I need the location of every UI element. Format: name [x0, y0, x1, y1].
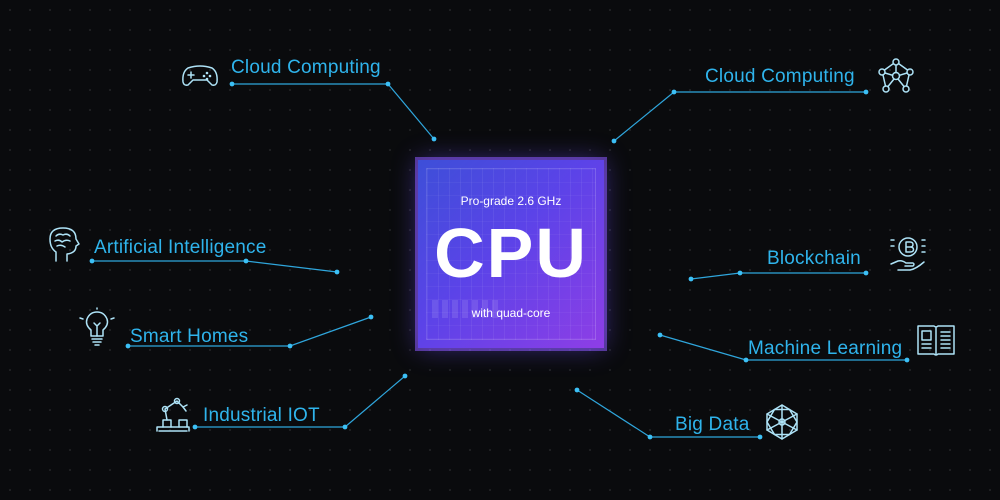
connector-industrial-iot-dot	[342, 424, 348, 430]
connector-blockchain-dot	[688, 276, 694, 282]
connector-big-data-dot	[757, 434, 763, 440]
connector-big-data-dot	[647, 434, 653, 440]
brain-head-icon	[43, 224, 83, 264]
connector-cloud-computing-right-dot	[611, 138, 617, 144]
chip-circuit-pattern	[426, 168, 596, 340]
connector-industrial-iot-dot	[192, 424, 198, 430]
connector-artificial-intelligence	[92, 260, 338, 273]
connector-smart-homes-dot	[287, 343, 293, 349]
node-label-machine-learning: Machine Learning	[748, 338, 903, 359]
gamepad-icon	[180, 54, 220, 94]
connector-blockchain	[690, 272, 866, 280]
network-nodes-icon	[876, 56, 916, 96]
robot-arm-icon	[153, 393, 193, 433]
node-label-blockchain: Blockchain	[767, 248, 861, 269]
connector-cloud-computing-left	[232, 83, 435, 140]
node-label-industrial-iot: Industrial IOT	[203, 405, 320, 426]
connector-big-data-dot	[574, 387, 580, 393]
connector-machine-learning-dot	[743, 357, 749, 363]
connector-cloud-computing-left-dot	[431, 136, 437, 142]
chip-title: CPU	[434, 214, 588, 292]
connector-smart-homes-dot	[125, 343, 131, 349]
cpu-chip: Pro-grade 2.6 GHz CPU with quad-core	[418, 160, 604, 348]
node-label-artificial-intelligence: Artificial Intelligence	[94, 237, 267, 258]
connector-artificial-intelligence-dot	[334, 269, 340, 275]
connector-artificial-intelligence-dot	[243, 258, 249, 264]
bitcoin-hand-icon	[888, 234, 928, 274]
lightbulb-icon	[77, 307, 117, 348]
connector-cloud-computing-right	[613, 91, 866, 142]
connector-cloud-computing-right-dot	[671, 89, 677, 95]
chip-subtitle: Pro-grade 2.6 GHz	[460, 194, 562, 208]
data-web-icon	[762, 402, 802, 442]
connector-industrial-iot-dot	[402, 373, 408, 379]
open-book-icon	[916, 320, 956, 360]
connector-cloud-computing-right-dot	[863, 89, 869, 95]
connector-cloud-computing-left-dot	[385, 81, 391, 87]
node-label-smart-homes: Smart Homes	[130, 326, 249, 347]
connector-blockchain-dot	[737, 270, 743, 276]
connector-smart-homes-dot	[368, 314, 374, 320]
connector-machine-learning-dot	[904, 357, 910, 363]
node-label-big-data: Big Data	[675, 414, 750, 435]
connector-blockchain-dot	[863, 270, 869, 276]
node-label-cloud-computing-left: Cloud Computing	[231, 57, 381, 78]
connector-machine-learning-dot	[657, 332, 663, 338]
node-label-cloud-computing-right: Cloud Computing	[705, 66, 855, 87]
connector-cloud-computing-left-dot	[229, 81, 235, 87]
chip-footer: with quad-core	[471, 306, 551, 320]
connector-artificial-intelligence-dot	[89, 258, 95, 264]
chip-pins	[432, 300, 502, 318]
